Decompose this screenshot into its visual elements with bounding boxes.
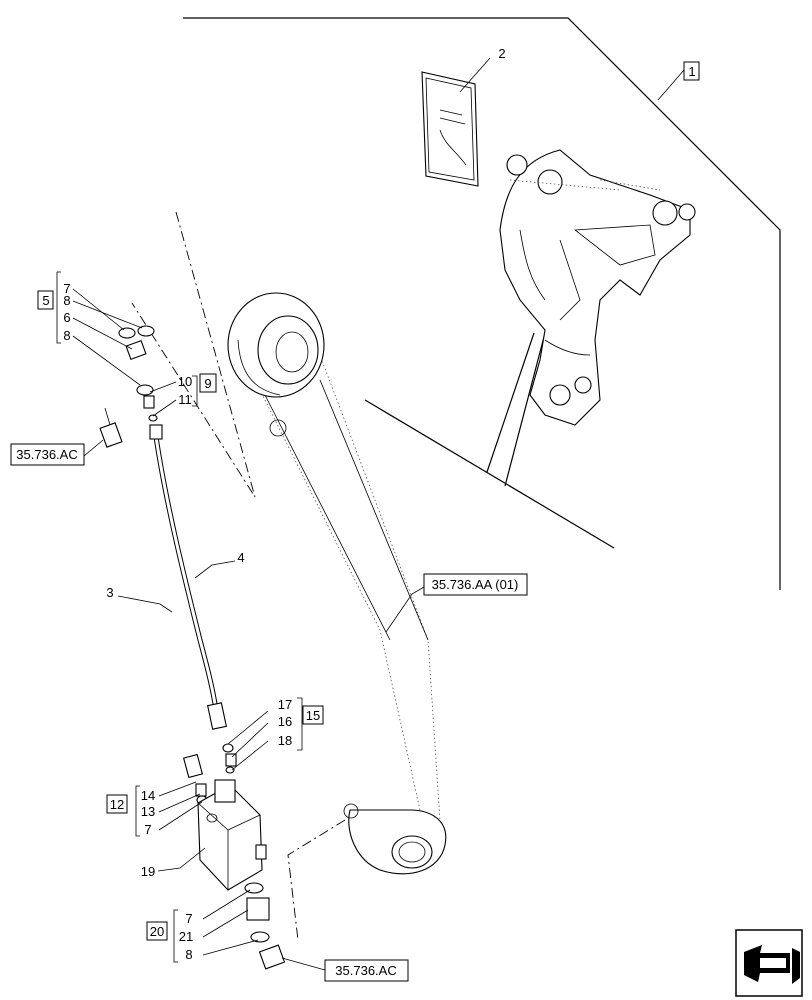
callout-8-lower[interactable]: 8 bbox=[63, 328, 70, 343]
callout-7-bottom[interactable]: 7 bbox=[185, 911, 192, 926]
callout-16[interactable]: 16 bbox=[278, 714, 292, 729]
callout-11[interactable]: 11 bbox=[178, 392, 192, 407]
boom-arm bbox=[499, 149, 696, 426]
callout-19[interactable]: 19 bbox=[141, 864, 155, 879]
boxed-callouts bbox=[37, 61, 700, 941]
assembly-guides bbox=[131, 211, 346, 941]
callout-21[interactable]: 21 bbox=[179, 929, 193, 944]
assembly-frame bbox=[183, 17, 781, 590]
hydraulic-cylinder bbox=[227, 292, 447, 875]
callout-8-upper[interactable]: 8 bbox=[63, 293, 70, 308]
callout-4[interactable]: 4 bbox=[237, 550, 244, 565]
callout-9[interactable]: 9 bbox=[204, 376, 211, 391]
callout-12[interactable]: 12 bbox=[110, 797, 124, 812]
callout-8-bottom[interactable]: 8 bbox=[185, 947, 192, 962]
callout-7-valve[interactable]: 7 bbox=[144, 822, 151, 837]
callout-6[interactable]: 6 bbox=[63, 310, 70, 325]
valve-block bbox=[197, 779, 267, 891]
fittings bbox=[118, 325, 286, 970]
callout-5[interactable]: 5 bbox=[42, 293, 49, 308]
callout-15[interactable]: 15 bbox=[306, 708, 320, 723]
callout-13[interactable]: 13 bbox=[141, 804, 155, 819]
reference-35-736-ac-bottom[interactable]: 35.736.AC bbox=[335, 963, 396, 978]
callout-14[interactable]: 14 bbox=[141, 788, 155, 803]
callout-20[interactable]: 20 bbox=[150, 924, 164, 939]
callout-18[interactable]: 18 bbox=[278, 733, 292, 748]
operator-manual bbox=[421, 71, 479, 187]
bracket-marks bbox=[56, 271, 303, 963]
callout-7-upper[interactable]: 7 bbox=[63, 281, 70, 296]
callout-10[interactable]: 10 bbox=[178, 374, 192, 389]
arrow-left-icon[interactable] bbox=[735, 929, 803, 997]
reference-boxes bbox=[10, 443, 528, 982]
reference-35-736-aa[interactable]: 35.736.AA (01) bbox=[432, 577, 519, 592]
leader-lines bbox=[72, 57, 685, 971]
callout-3[interactable]: 3 bbox=[106, 585, 113, 600]
callout-1[interactable]: 1 bbox=[688, 64, 695, 79]
callout-17[interactable]: 17 bbox=[278, 697, 292, 712]
hydraulic-hoses bbox=[99, 407, 227, 779]
callout-2[interactable]: 2 bbox=[498, 46, 505, 61]
reference-35-736-ac-left[interactable]: 35.736.AC bbox=[16, 447, 77, 462]
